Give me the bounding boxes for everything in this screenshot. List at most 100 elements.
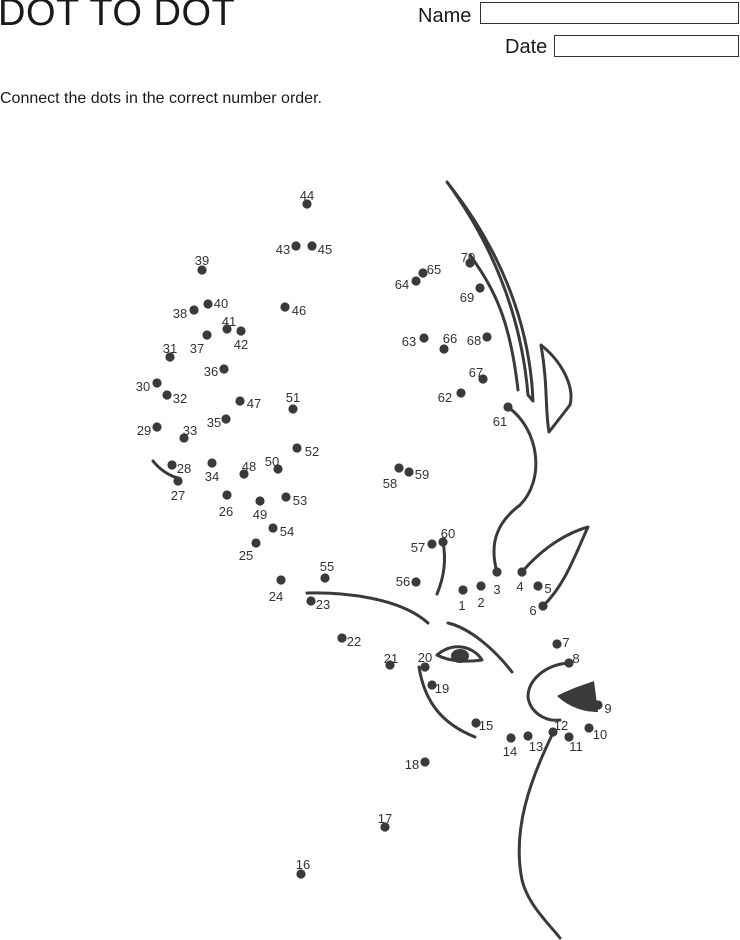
dot-32 (162, 390, 172, 400)
nose-shape (557, 681, 598, 712)
dot-label-29: 29 (137, 423, 151, 438)
date-field[interactable] (554, 35, 739, 57)
dot-label-68: 68 (467, 333, 481, 348)
dot-label-14: 14 (503, 744, 517, 759)
dot-8 (564, 658, 574, 668)
horn-outer-line (445, 180, 535, 403)
dot-label-31: 31 (163, 341, 177, 356)
dot-label-47: 47 (247, 396, 261, 411)
dot-label-34: 34 (205, 469, 219, 484)
dot-4 (517, 567, 527, 577)
dot-label-56: 56 (396, 574, 410, 589)
dot-label-64: 64 (395, 277, 409, 292)
dot-label-63: 63 (402, 334, 416, 349)
dot-22 (337, 633, 347, 643)
dot-label-51: 51 (286, 390, 300, 405)
dot-30 (152, 378, 162, 388)
dot-3 (492, 567, 502, 577)
dot-38 (189, 305, 199, 315)
dot-24 (276, 575, 286, 585)
guide-lines (151, 180, 598, 940)
eye-outline (435, 645, 484, 663)
dot-label-57: 57 (411, 540, 425, 555)
name-label: Name (418, 5, 472, 27)
dot-10 (584, 723, 594, 733)
eye-pupil (451, 649, 469, 663)
dot-label-7: 7 (562, 635, 569, 650)
dot-67 (478, 374, 488, 384)
dot-52 (292, 443, 302, 453)
dot-50 (273, 464, 283, 474)
dot-35 (221, 414, 231, 424)
dot-label-3: 3 (493, 582, 500, 597)
dot-label-15: 15 (479, 718, 493, 733)
dot-label-45: 45 (318, 242, 332, 257)
muzzle-line (526, 661, 570, 722)
dot-11 (564, 732, 574, 742)
dot-label-12: 12 (554, 718, 568, 733)
dot-5 (533, 581, 543, 591)
dot-label-18: 18 (405, 757, 419, 772)
dot-label-21: 21 (384, 651, 398, 666)
page-title: DOT TO DOT (0, 0, 236, 34)
dot-label-49: 49 (253, 507, 267, 522)
dot-69 (475, 283, 485, 293)
dot-15 (471, 718, 481, 728)
dot-23 (306, 596, 316, 606)
head-top-line (446, 621, 514, 674)
dot-label-46: 46 (292, 303, 306, 318)
dot-label-66: 66 (443, 331, 457, 346)
dot-label-42: 42 (234, 337, 248, 352)
dot-57 (427, 539, 437, 549)
dot-18 (420, 757, 430, 767)
dot-label-43: 43 (276, 242, 290, 257)
dot-60 (438, 537, 448, 547)
dot-label-32: 32 (173, 391, 187, 406)
dot-48 (239, 469, 249, 479)
dot-55 (320, 573, 330, 583)
dot-label-10: 10 (593, 727, 607, 742)
dot-17 (380, 822, 390, 832)
dot-label-58: 58 (383, 476, 397, 491)
dot-label-37: 37 (190, 341, 204, 356)
dot-label-38: 38 (173, 306, 187, 321)
dot-label-8: 8 (572, 651, 579, 666)
dot-28 (167, 460, 177, 470)
dot-label-20: 20 (418, 650, 432, 665)
dot-39 (197, 265, 207, 275)
dot-label-22: 22 (347, 634, 361, 649)
dot-label-69: 69 (460, 290, 474, 305)
dot-2 (476, 581, 486, 591)
dot-63 (419, 333, 429, 343)
dot-21 (385, 660, 395, 670)
dot-label-35: 35 (207, 415, 221, 430)
brow-line (305, 591, 430, 625)
dot-1 (458, 585, 468, 595)
dot-label-62: 62 (438, 390, 452, 405)
dot-label-33: 33 (183, 423, 197, 438)
dot-14 (506, 733, 516, 743)
dot-label-26: 26 (219, 504, 233, 519)
dot-54 (268, 523, 278, 533)
name-field[interactable] (480, 2, 739, 24)
dot-25 (251, 538, 261, 548)
dot-12 (548, 727, 558, 737)
dot-27 (173, 476, 183, 486)
dot-61 (503, 402, 513, 412)
dot-13 (523, 731, 533, 741)
dot-label-27: 27 (171, 488, 185, 503)
dot-label-13: 13 (529, 739, 543, 754)
dot-label-28: 28 (177, 461, 191, 476)
dot-label-52: 52 (305, 444, 319, 459)
dot-label-1: 1 (458, 598, 465, 613)
dot-label-30: 30 (136, 379, 150, 394)
ear-inner-line (492, 405, 538, 574)
dot-68 (482, 332, 492, 342)
dot-42 (236, 326, 246, 336)
front-ear-line (520, 525, 590, 608)
forehead-line (435, 540, 447, 596)
dot-label-61: 61 (493, 414, 507, 429)
dot-label-70: 70 (461, 250, 475, 265)
dot-6 (538, 601, 548, 611)
dot-33 (179, 433, 189, 443)
